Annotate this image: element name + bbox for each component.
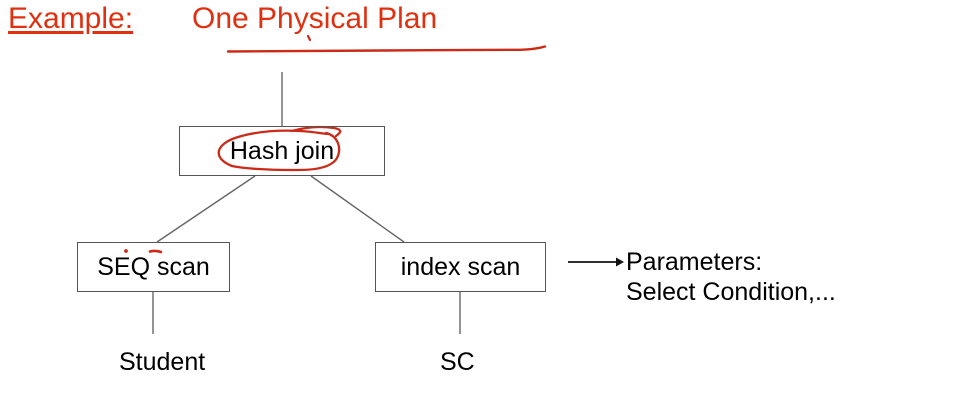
parameters-callout-line-1: Parameters:: [626, 248, 763, 276]
parameters-callout-line-2: Select Condition,...: [626, 278, 836, 306]
title-underline-stroke: [226, 45, 547, 53]
hash-join-circle-stroke-2: [290, 125, 342, 138]
page-title: One Physical Plan: [192, 2, 438, 35]
plan-node-hash-join-label: Hash join: [229, 136, 335, 165]
seq-scan-dash-mark: [148, 249, 163, 254]
edge-hash-join-to-index-scan: [310, 175, 405, 243]
title-underline-tick: [306, 34, 312, 42]
page-title-prefix: Example:: [8, 2, 134, 35]
hash-join-circle-stroke-3: [230, 131, 341, 172]
callout-arrow-icon: [568, 257, 624, 267]
plan-node-hash-join[interactable]: Hash join: [179, 126, 385, 176]
seq-scan-dot-mark: [124, 249, 128, 253]
plan-node-index-scan[interactable]: index scan: [375, 242, 546, 292]
relation-label-sc: SC: [440, 348, 475, 376]
plan-node-seq-scan[interactable]: SEQ scan: [77, 242, 230, 292]
plan-node-index-scan-label: index scan: [400, 252, 521, 281]
edge-hash-join-to-seq-scan: [156, 175, 256, 243]
hash-join-circle-stroke: [217, 129, 329, 168]
parameters-callout: Parameters: Select Condition,...: [626, 247, 836, 307]
relation-label-student: Student: [119, 348, 206, 376]
plan-node-seq-scan-label: SEQ scan: [97, 252, 210, 281]
